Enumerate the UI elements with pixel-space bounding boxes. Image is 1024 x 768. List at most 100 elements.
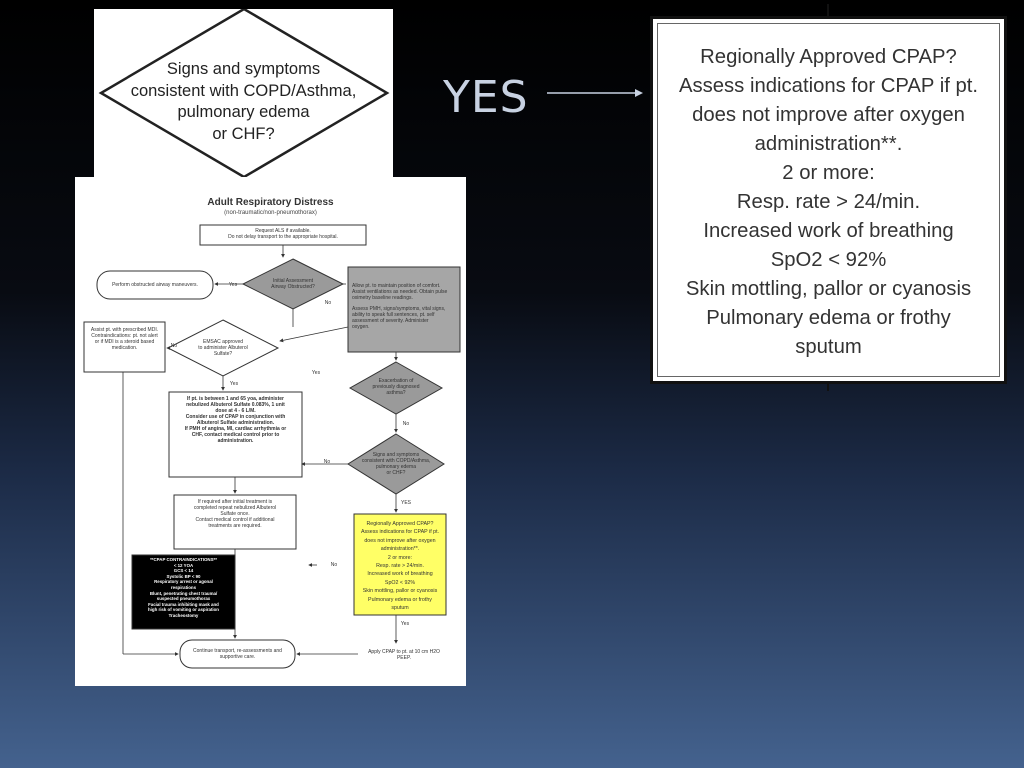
top-diamond-line: Signs and symptoms — [166, 60, 321, 78]
request-als-box: Request ALS if available. Do not delay t… — [200, 228, 366, 240]
top-diamond-line: pulmonary edema — [177, 103, 310, 121]
allow-position-line: ability to speak full sentences, pt. sel… — [352, 312, 435, 318]
albuterol-line: Consider use of CPAP in conjunction with — [185, 414, 286, 420]
signs-line: pulmonary edema — [375, 464, 417, 470]
yes-label: YES — [443, 72, 529, 123]
yellow-cpap-line: sputum — [391, 605, 409, 612]
yellow-cpap-line: 2 or more: — [387, 554, 413, 561]
contraindication-line: high risk of vomiting or aspiration — [148, 607, 219, 613]
repeat-nebulizer-box: If required after initial treatment is c… — [176, 499, 294, 529]
cpap-line: administration**. — [754, 133, 903, 155]
exacerbation-line: Exacerbation of — [378, 378, 414, 384]
no-connector-label: No — [402, 421, 410, 427]
assist-mdi-line: Assist pt. with prescribed MDI. — [90, 327, 159, 333]
allow-position-line: assessment of severity. Administer — [352, 318, 429, 324]
contraindication-line: Systolic BP < 90 — [166, 573, 201, 579]
continue-transport-box: Continue transport, re-assessments and s… — [180, 648, 295, 660]
signs-line: Signs and symptoms — [372, 452, 420, 458]
continue-transport-line: Continue transport, re-assessments and — [193, 648, 282, 654]
cpap-criteria-text: Regionally Approved CPAP? Assess indicat… — [653, 43, 1004, 362]
top-diamond-line: consistent with COPD/Asthma, — [130, 81, 357, 100]
cpap-line: Regionally Approved CPAP? — [700, 46, 957, 68]
top-diamond-panel: Signs and symptoms consistent with COPD/… — [94, 9, 393, 177]
exacerbation-line: asthma? — [386, 390, 406, 396]
repeat-line: Sulfate once. — [220, 511, 250, 517]
cpap-criteria-box: Regionally Approved CPAP? Assess indicat… — [650, 16, 1007, 384]
flowchart-document: Adult Respiratory Distress (non-traumati… — [75, 177, 466, 686]
yellow-cpap-line: administration**. — [380, 546, 420, 553]
albuterol-line: CHF, contact medical control prior to — [191, 432, 280, 438]
flowchart-title: Adult Respiratory Distress — [207, 197, 334, 208]
repeat-line: completed repeat nebulized Albuterol — [193, 505, 277, 511]
contraindication-line: Tracheostomy — [168, 612, 199, 618]
cpap-contraindications-box: **CPAP CONTRAINDICATIONS** < 12 YOA GCS … — [133, 557, 234, 619]
connector-line-bottom — [827, 383, 829, 391]
exacerbation-line: previously diagnosed — [372, 384, 420, 390]
right-arrow-icon — [547, 89, 643, 97]
albuterol-line: administration. — [217, 438, 254, 444]
cpap-line: Resp. rate > 24/min. — [736, 191, 921, 213]
yellow-cpap-line: Pulmonary edema or frothy — [368, 596, 432, 603]
repeat-line: treatments are required. — [208, 523, 262, 529]
yellow-cpap-line: Resp. rate > 24/min. — [376, 563, 424, 570]
flowchart-shapes — [83, 224, 461, 669]
continue-transport-line: supportive care. — [219, 654, 256, 660]
emsac-line: Sulfate? — [213, 351, 233, 357]
request-als-line: Do not delay transport to the appropriat… — [228, 234, 338, 240]
cpap-line: Increased work of breathing — [703, 220, 954, 242]
obstruction-box: Perform obstructed airway maneuvers. — [112, 282, 198, 288]
cpap-line: 2 or more: — [782, 162, 875, 184]
contraindication-line: respirations — [170, 584, 197, 590]
allow-position-line: oximetry baseline readings. — [352, 295, 413, 301]
cpap-line: sputum — [795, 336, 862, 358]
assist-mdi-line: or if MDI is a steroid based — [94, 339, 155, 345]
apply-cpap-line: PEEP. — [396, 655, 412, 661]
contraindication-line: Blunt, penetrating chest trauma/ — [149, 590, 218, 596]
cpap-line: does not improve after oxygen — [692, 104, 965, 126]
contraindication-line: Respiratory arrest or agonal — [154, 579, 213, 585]
cpap-line: Skin mottling, pallor or cyanosis — [685, 278, 972, 300]
no-connector-label: No — [324, 300, 332, 306]
yes-connector-label: Yes — [311, 370, 321, 376]
cpap-line: Pulmonary edema or frothy — [706, 307, 951, 329]
assist-mdi-box: Assist pt. with prescribed MDI. Contrain… — [84, 327, 165, 351]
yellow-cpap-line: does not improve after oxygen — [364, 537, 436, 544]
allow-position-line: Allow pt. to maintain position of comfor… — [352, 283, 441, 289]
contraindication-line: < 12 YOA — [173, 562, 194, 568]
albuterol-box: If pt. is between 1 and 65 yoa, administ… — [171, 396, 300, 444]
no-connector-label: No — [330, 562, 338, 568]
apply-cpap-line: Apply CPAP to pt. at 10 cm H2O — [368, 649, 440, 655]
allow-position-box: Allow pt. to maintain position of comfor… — [352, 283, 458, 330]
request-als-line: Request ALS if available. — [255, 228, 311, 234]
signs-line: or CHF? — [386, 470, 406, 476]
signs-diamond: Signs and symptoms consistent with COPD/… — [358, 452, 434, 476]
allow-position-line: oxygen. — [352, 324, 370, 330]
initial-assessment-line: Initial Assessment — [272, 278, 314, 284]
contraindication-line: GCS < 14 — [173, 568, 194, 574]
cpap-line: SpO2 < 92% — [770, 249, 887, 271]
yellow-cpap-line: Increased work of breathing — [367, 571, 433, 578]
top-diamond-shape — [98, 9, 390, 177]
yes-connector-label: YES — [400, 500, 411, 506]
top-diamond-question: Signs and symptoms consistent with COPD/… — [114, 59, 373, 145]
albuterol-line: Albuterol Sulfate administration. — [196, 420, 275, 426]
initial-assessment-line: Airway Obstructed? — [271, 284, 315, 290]
connector-line-top — [827, 4, 829, 17]
albuterol-line: nebulized Albuterol Sulfate 0.083%, 1 un… — [186, 402, 285, 408]
allow-position-line: Assist ventilations as needed. Obtain pu… — [352, 289, 448, 295]
apply-cpap-box: Apply CPAP to pt. at 10 cm H2O PEEP. — [356, 649, 452, 661]
albuterol-line: dose at 4 - 6 L/M. — [215, 408, 256, 414]
contraindication-line: Facial trauma inhibiting mask and — [148, 601, 219, 607]
yes-connector-label: Yes — [400, 621, 410, 627]
repeat-line: Contact medical control if additional — [195, 517, 275, 523]
no-connector-label: No — [323, 459, 331, 465]
albuterol-line: If pt. is between 1 and 65 yoa, administ… — [187, 396, 284, 402]
repeat-line: If required after initial treatment is — [197, 499, 273, 505]
emsac-line: to administer Albuterol — [198, 345, 248, 351]
signs-line: consistent with COPD/Asthma, — [361, 458, 431, 464]
yes-connector-label: Yes — [229, 381, 239, 387]
allow-position-line: Assess PMH, signs/symptoms, vital signs, — [352, 306, 446, 312]
no-connector-label: No — [170, 343, 178, 349]
cpap-criteria-inner-border — [657, 23, 1000, 377]
albuterol-line: If PMH of angina, MI, cardiac arrhythmia… — [184, 426, 287, 432]
